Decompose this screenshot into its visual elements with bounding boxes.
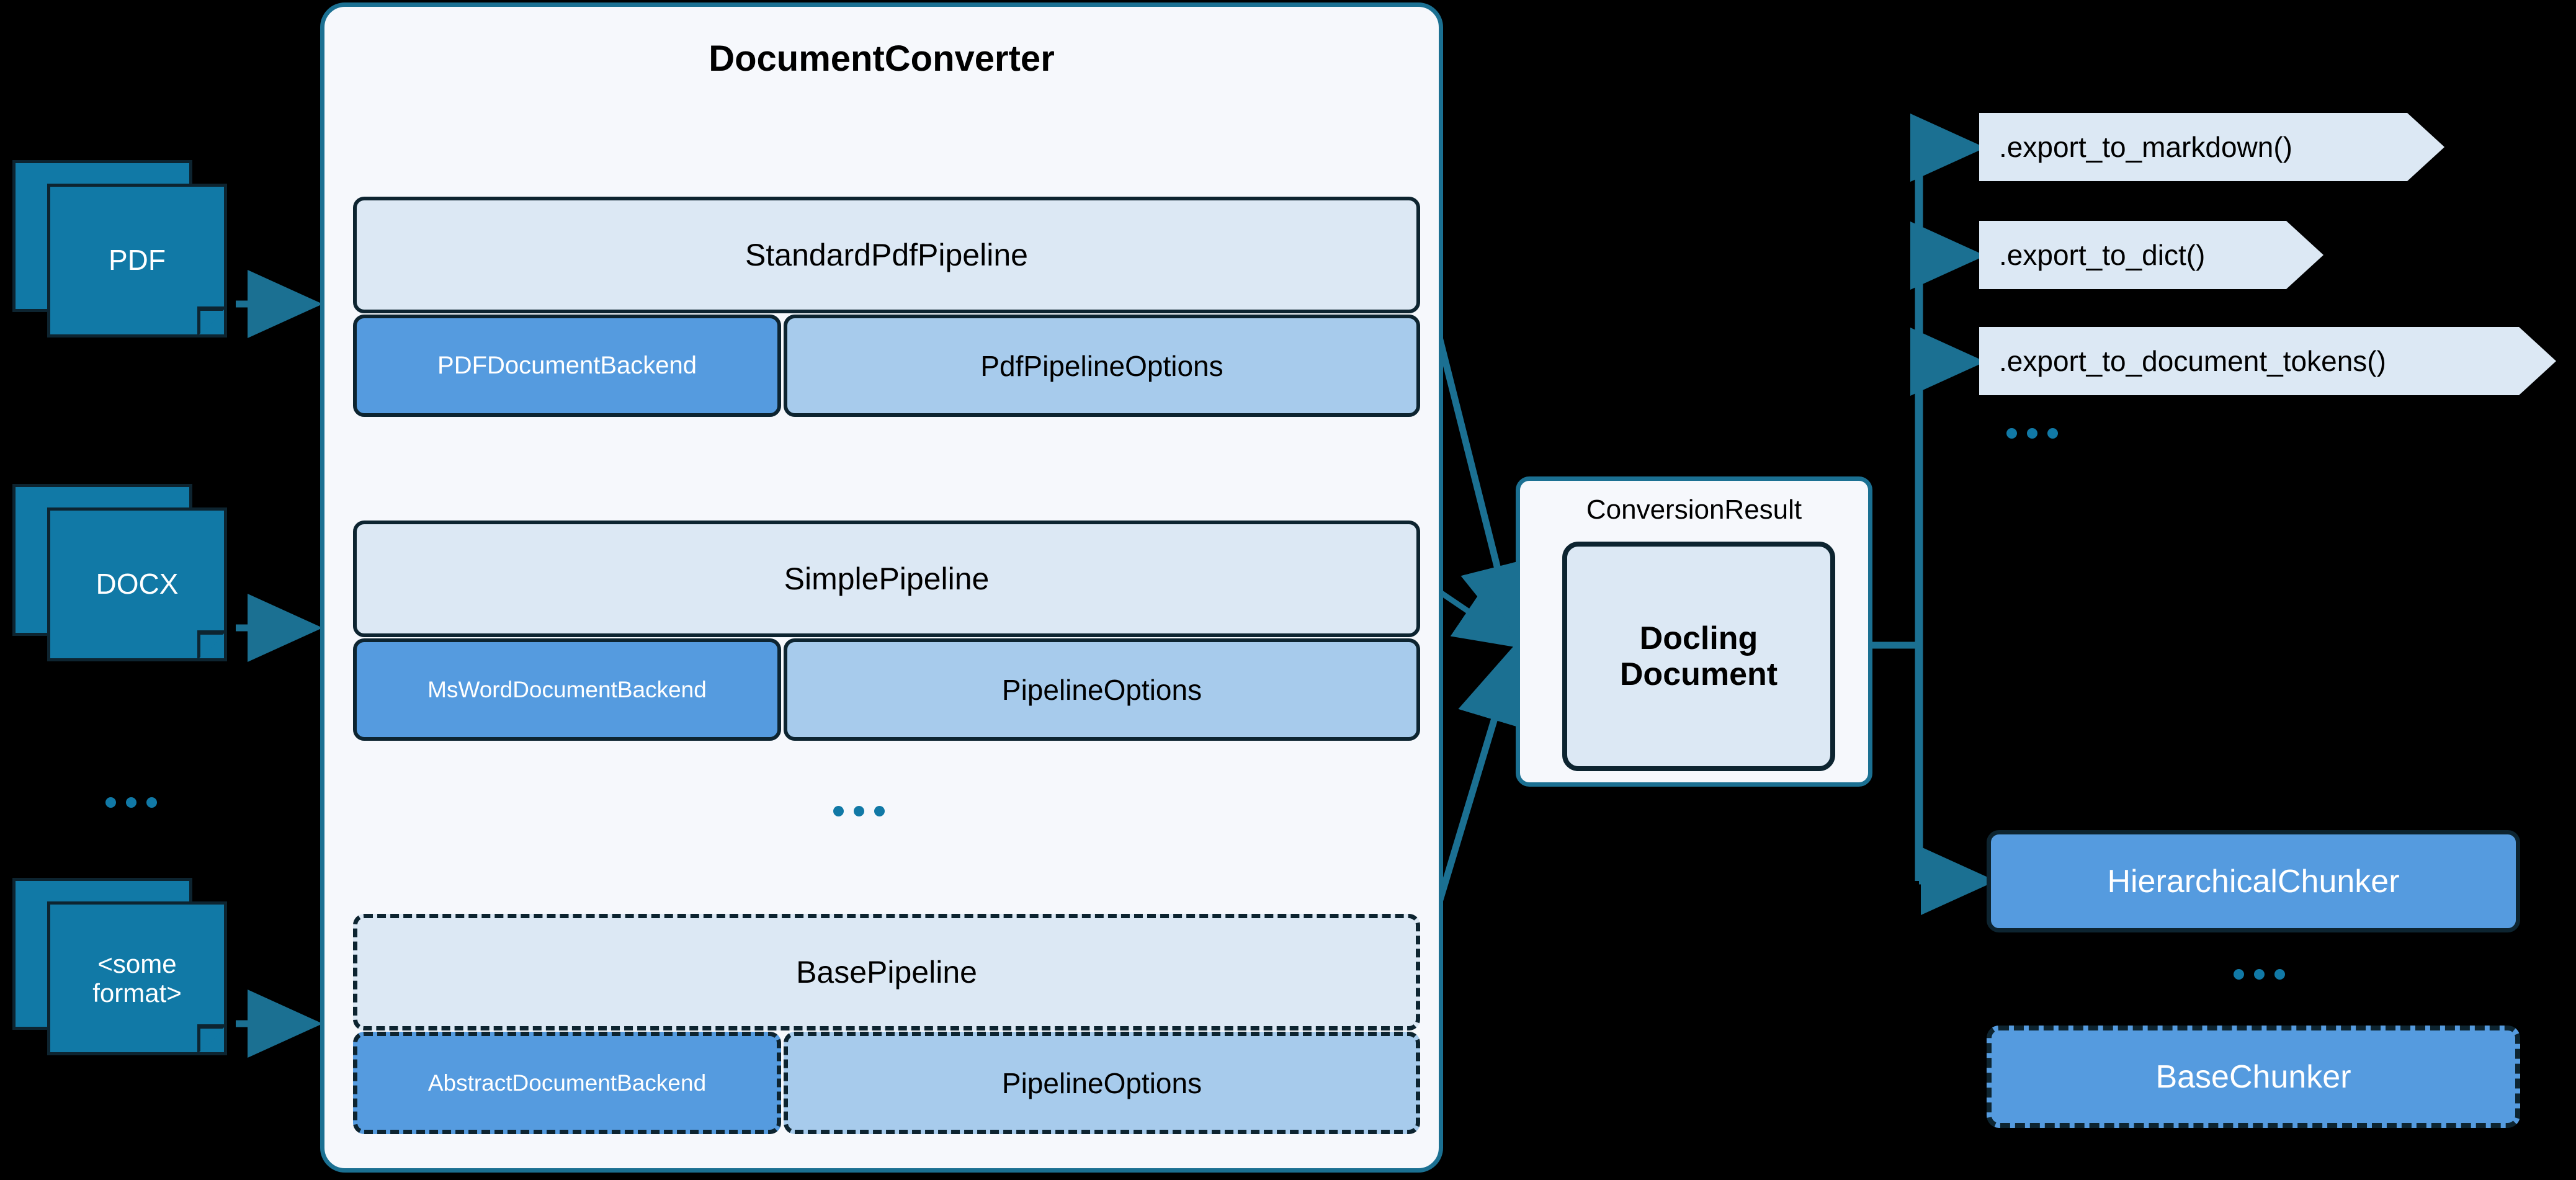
exports-ellipsis: [2006, 428, 2058, 439]
export-method-markdown[interactable]: .export_to_markdown(): [1979, 113, 2444, 181]
pipeline-options-pipelineoptions-simple[interactable]: PipelineOptions: [784, 638, 1420, 741]
chunkers-ellipsis: [2234, 969, 2285, 980]
options-name: PdfPipelineOptions: [980, 349, 1223, 382]
export-method-label: .export_to_dict(): [1999, 239, 2206, 271]
conversion-result-panel: ConversionResult Docling Document: [1516, 476, 1872, 787]
input-ellipsis: [105, 797, 157, 808]
ellipsis-dots: [105, 797, 157, 808]
pipeline-backend-pdfdocumentbackend[interactable]: PDFDocumentBackend: [353, 315, 781, 417]
pipeline-options-pipelineoptions-base[interactable]: PipelineOptions: [784, 1032, 1420, 1134]
page-title: DocumentConverter: [709, 38, 1055, 79]
backend-name: AbstractDocumentBackend: [427, 1070, 707, 1096]
pipeline-backend-abstractdocumentbackend[interactable]: AbstractDocumentBackend: [353, 1032, 781, 1134]
ellipsis-dots: [2234, 969, 2285, 980]
document-converter-panel: DocumentConverter StandardPdfPipeline PD…: [320, 2, 1443, 1173]
converter-ellipsis: [833, 806, 885, 816]
chunker-label: BaseChunker: [2155, 1058, 2351, 1095]
options-name: PipelineOptions: [1001, 1066, 1202, 1099]
chunker-hierarchicalchunker[interactable]: HierarchicalChunker: [1987, 830, 2520, 932]
chunker-label: HierarchicalChunker: [2107, 863, 2400, 900]
document-fold-inner: [200, 311, 224, 334]
export-method-label: .export_to_document_tokens(): [1999, 345, 2386, 377]
document-front-sheet: <some format>: [47, 901, 227, 1055]
input-document-some-format[interactable]: <some format>: [12, 878, 236, 1064]
pipeline-name: BasePipeline: [796, 955, 977, 990]
ellipsis-dots: [2006, 428, 2058, 439]
docling-document-label: Docling Document: [1619, 620, 1778, 692]
document-fold-inner: [200, 635, 224, 658]
document-front-sheet: DOCX: [47, 507, 227, 661]
chunker-basechunker[interactable]: BaseChunker: [1987, 1026, 2520, 1128]
pipeline-head-standardpdfpipeline[interactable]: StandardPdfPipeline: [353, 197, 1420, 313]
document-fold-inner: [200, 1029, 224, 1052]
pipeline-options-pdfpipelineoptions[interactable]: PdfPipelineOptions: [784, 315, 1420, 417]
backend-name: MsWordDocumentBackend: [427, 676, 707, 702]
input-document-pdf[interactable]: PDF: [12, 160, 236, 340]
options-name: PipelineOptions: [1001, 673, 1202, 706]
conversion-result-label: ConversionResult: [1586, 494, 1802, 525]
backend-name: PDFDocumentBackend: [437, 352, 697, 379]
export-method-dict[interactable]: .export_to_dict(): [1979, 221, 2323, 289]
input-document-label: DOCX: [96, 568, 179, 601]
input-document-label: <some format>: [92, 949, 182, 1008]
input-document-docx[interactable]: DOCX: [12, 484, 236, 664]
pipeline-head-simplepipeline[interactable]: SimplePipeline: [353, 521, 1420, 637]
pipeline-name: SimplePipeline: [784, 561, 990, 596]
pipeline-backend-msworddocumentbackend[interactable]: MsWordDocumentBackend: [353, 638, 781, 741]
export-method-label: .export_to_markdown(): [1999, 131, 2292, 163]
pipeline-name: StandardPdfPipeline: [745, 238, 1028, 272]
pipeline-head-basepipeline[interactable]: BasePipeline: [353, 914, 1420, 1030]
export-method-document-tokens[interactable]: .export_to_document_tokens(): [1979, 327, 2556, 395]
input-document-label: PDF: [109, 244, 166, 277]
ellipsis-dots: [833, 806, 885, 816]
docling-document-box[interactable]: Docling Document: [1562, 542, 1835, 771]
document-front-sheet: PDF: [47, 184, 227, 337]
